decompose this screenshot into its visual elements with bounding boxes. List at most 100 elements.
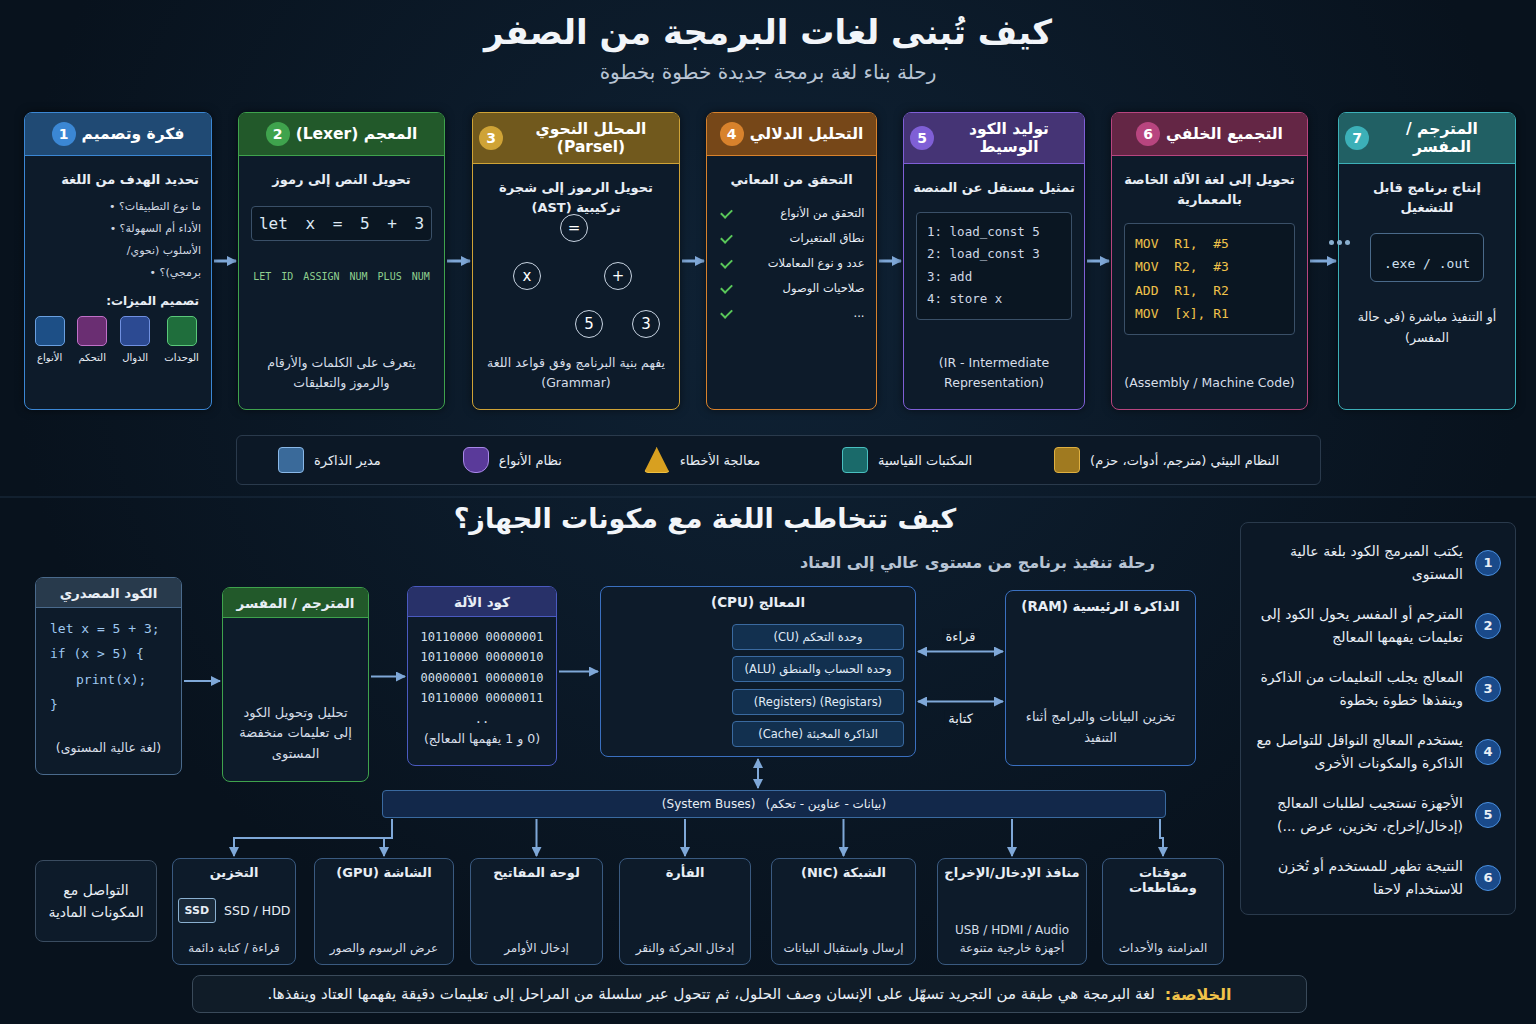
connector-arrow [384, 819, 392, 856]
mid-text: SSD / HDD [224, 903, 290, 918]
code-text: ADD R1, R2 [1135, 279, 1284, 302]
heading-label: كيف تتخاطب اللغة مع مكونات الجهاز؟ [255, 503, 1155, 534]
step-text: الأجهزة تستجيب لطلبات المعالج (إدخال/إخر… [1255, 792, 1463, 837]
chk-group: التحقق من الأنواعنطاق المتغيراتعدد و نوع… [707, 206, 876, 320]
cen-group: التواصل مع المكونات المادية [36, 879, 156, 924]
ac-group: 5 [584, 317, 594, 332]
ast-box: 3 [632, 310, 660, 338]
mid-text: SSD [178, 898, 216, 923]
bottom-group: يتعرف على الكلمات والأرقام والرموز والتع… [239, 353, 444, 393]
ttl-group: المترجم / المفسر [223, 588, 368, 618]
box-box: لوحة المفاتيحإدخال الأوامر [470, 858, 603, 965]
sub-group: التحقق من المعاني [707, 170, 876, 190]
box-box: موقتات ومقاطعاتالمزامنة والأحداث [1102, 858, 1224, 965]
dsc-text: المزامنة والأحداث [1107, 939, 1219, 957]
box-box: الكود المصدريlet x = 5 + 3;if (x > 5) {p… [35, 577, 182, 775]
bin-text: 00000001 00000010 [408, 668, 556, 688]
ttl-group: كود الآلة [408, 587, 556, 617]
erow-text: نظام الأنواع [463, 453, 562, 468]
connector-arrow [536, 819, 538, 856]
pt-text: الذاكرة المخبئة (Cache) [758, 727, 878, 741]
sub-text: تحويل الرموز إلى شجرة تركيبية (AST) [481, 178, 671, 217]
ac-group: = [568, 221, 581, 236]
erow-text: النظام البيئي (مترجم، أدوات، حزم) [1054, 453, 1279, 468]
heading-label: رحلة بناء لغة برمجة جديدة خطوة بخطوة [0, 60, 1536, 84]
card-box: 7المترجم / المفسرإنتاج برنامج قابل للتشغ… [1338, 112, 1516, 410]
brow-text: (System Buses) [662, 797, 756, 811]
ac-text: + [612, 269, 625, 284]
bul-text: ما نوع التطبيقات؟ • [89, 196, 201, 218]
sum-box: الخلاصة:لغة البرمجة هي طبقة من التجريد ت… [192, 975, 1307, 1013]
connector-arrow [682, 260, 704, 263]
bin-text: 10110000 00000001 [408, 627, 556, 647]
pt-group: وحدة الحساب والمنطق (ALU) [745, 662, 892, 676]
bot2-group: أو التنفيذ مباشرة (في حالة المفسر) [1339, 306, 1515, 349]
ast-box: = [560, 214, 588, 242]
connector-arrow [214, 260, 236, 263]
bottom-group: تحليل وتحويل الكود إلى تعليمات منخفضة ال… [223, 703, 368, 765]
bottom-text: (لغة عالية المستوى) [46, 738, 171, 758]
dsc-group: USB / HDMI / Audioأجهزة خارجية متنوعة [938, 921, 1086, 964]
card-box: 3المحلل النحوي (Parsel)تحويل الرموز إلى … [472, 112, 680, 410]
box-box: الفأرةإدخال الحركة والنقر [619, 858, 751, 965]
ac-group: x [523, 269, 532, 284]
hdr-text: التجميع الخلفي [1166, 125, 1283, 143]
hdr-text: 3 [479, 126, 503, 150]
hdr-group: 4التحليل الدلالي [707, 113, 876, 156]
bottom-group: تخزين البيانات والبرامج أثناء التنفيذ [1006, 707, 1195, 749]
pt-text: وحدة التحكم (CU) [773, 630, 862, 644]
term-text: .exe / .out [1371, 256, 1483, 271]
hdr-group: 3المحلل النحوي (Parsel) [473, 113, 679, 164]
bin-group: 10110000 0000000110110000 00000010000000… [408, 627, 556, 729]
dsc-group: عرض الرسوم والصور [315, 939, 453, 964]
card-box: 4التحليل الدلالي التحقق من المعاني التحقق … [706, 112, 877, 410]
box-box: التواصل مع المكونات المادية [35, 860, 157, 942]
hdr-text: 2 [266, 122, 290, 146]
mid-group: SSD SSD / HDD [173, 898, 295, 923]
code-text: 4: store x [927, 288, 1061, 311]
dsc-group: إدخال الأوامر [471, 939, 602, 964]
bottom-group: (Assembly / Machine Code) [1112, 373, 1307, 393]
connector-arrow [1087, 260, 1109, 263]
step-group: 2المترجم أو المفسر يحول الكود إلى تعليما… [1241, 594, 1515, 657]
erow-text: مدير الذاكرة [278, 453, 381, 468]
ast-box: 5 [575, 310, 603, 338]
edge-label: قراءة [942, 628, 980, 643]
src-text: } [50, 692, 181, 717]
step-text: يكتب المبرمج الكود بلغة عالية المستوى [1255, 540, 1463, 585]
srow-group: الخلاصة:لغة البرمجة هي طبقة من التجريد ت… [193, 976, 1306, 1012]
sub-group: تمثيل مستقل عن المنصة [904, 178, 1084, 198]
hdr-text: فكرة وتصميم [82, 125, 185, 143]
bottom-text: يفهم بنية البرنامج وفق قواعد اللغة (Gram… [483, 353, 669, 393]
edge-label: كتابة [944, 710, 977, 725]
page-title: كيف تُبنى لغات البرمجة من الصفر [0, 12, 1536, 52]
box-box: المترجم / المفسر تحليل وتحويل الكود إلى ت… [222, 587, 369, 782]
step-text: النتيجة تظهر للمستخدم أو تُخزن للاستخدام… [1255, 855, 1463, 900]
codebox-text: let x = 5 + 3 [258, 214, 425, 233]
erow-group: مدير الذاكرةنظام الأنواعمعالجة الأخطاءال… [237, 436, 1320, 484]
ttl-group: التخزين [173, 859, 295, 882]
connector-arrow [371, 676, 405, 678]
hdr-text: 4 [720, 122, 744, 146]
card-box: 5توليد الكود الوسيطتمثيل مستقل عن المنصة… [903, 112, 1085, 410]
hdr-text: المحلل النحوي (Parsel) [509, 120, 673, 156]
pt-group: (Registers) (Registars) [754, 695, 882, 709]
code-text: MOV R1, #5 [1135, 232, 1284, 255]
sub2-group: تصميم الميزات: [25, 294, 211, 308]
ttl-group: الذاكرة الرئيسية (RAM) [1006, 591, 1195, 620]
icons-text: الأنواع [37, 352, 62, 363]
ac-group: + [612, 269, 625, 284]
srow-text: الخلاصة: [1165, 985, 1232, 1004]
ttl-group: الشبكة (NIC) [772, 859, 915, 882]
icons-group: الأنواعالتحكمالدوالالوحدات [25, 352, 211, 363]
code-text: 1: load_const 5 [927, 221, 1061, 244]
connector-arrow [234, 819, 392, 856]
hdr-group: 7المترجم / المفسر [1339, 113, 1515, 164]
ttl-text: التخزين [177, 865, 291, 880]
ttl-text: الشبكة (NIC) [776, 865, 911, 880]
connector-arrow [559, 671, 598, 673]
dsc-text: USB / HDMI / Audio [942, 921, 1082, 939]
dsc-text: إدخال الحركة والنقر [624, 939, 746, 957]
src-text: if (x > 5) { [50, 641, 181, 666]
tok-text: LET ID ASSIGN NUM PLUS NUM [239, 271, 444, 282]
